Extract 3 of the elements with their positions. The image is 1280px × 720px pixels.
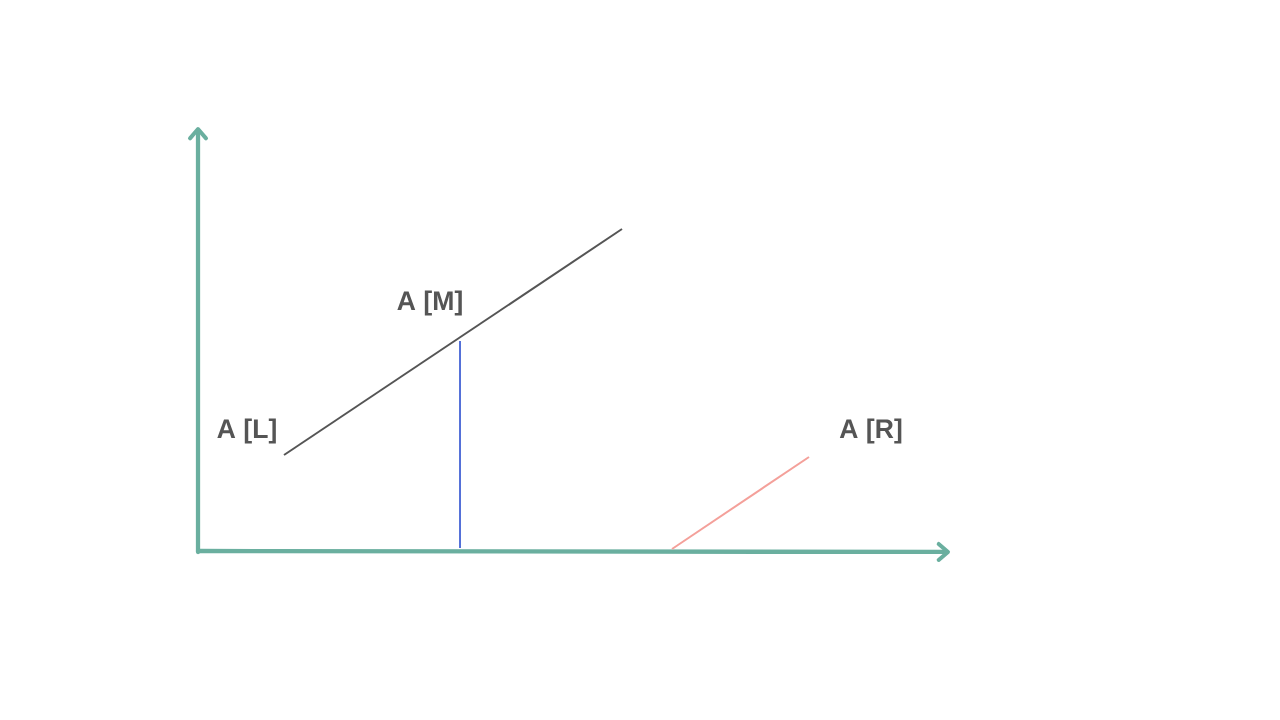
point-label: A [R] bbox=[839, 418, 902, 444]
point-label: A [M] bbox=[397, 290, 462, 316]
point-label: A [L] bbox=[217, 418, 276, 444]
